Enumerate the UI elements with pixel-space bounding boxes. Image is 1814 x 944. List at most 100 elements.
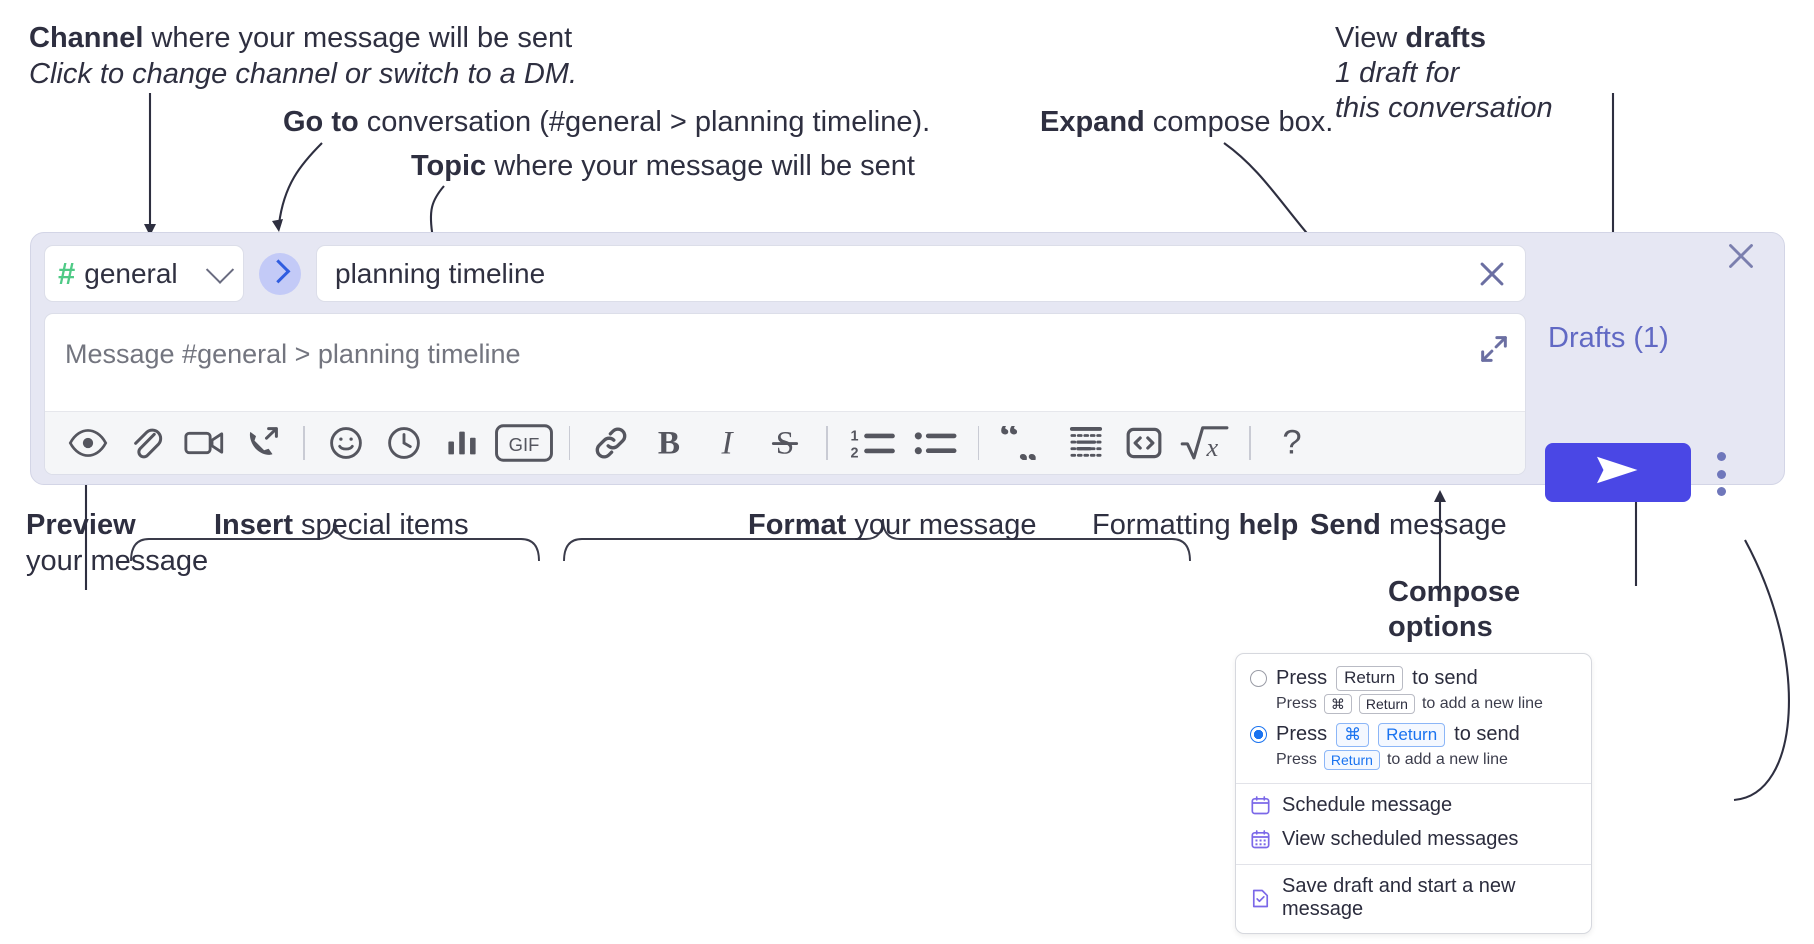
formatting-help-button[interactable]: ? xyxy=(1263,419,1321,467)
svg-text:1: 1 xyxy=(850,429,858,445)
annotation-drafts-prefix: View xyxy=(1335,22,1406,54)
italic-button[interactable]: I xyxy=(698,419,756,467)
annotation-drafts-line1: 1 draft for xyxy=(1335,57,1460,90)
compose-options-menu: Press Return to send Press ⌘ Return to a… xyxy=(1235,653,1592,935)
opt2-sub-key-return: Return xyxy=(1323,750,1380,771)
calendar-grid-icon xyxy=(1250,829,1271,850)
svg-text:I: I xyxy=(721,425,735,461)
send-option-return[interactable]: Press Return to send Press ⌘ Return to a… xyxy=(1236,663,1591,720)
ordered-list-button[interactable]: 1 2 xyxy=(840,419,904,467)
annotation-expand-bold: Expand xyxy=(1040,106,1145,138)
toolbar-divider-2 xyxy=(568,426,571,460)
strikethrough-button[interactable]: S xyxy=(756,419,814,467)
svg-text:x: x xyxy=(1206,433,1219,462)
opt2-sub-press: Press xyxy=(1276,751,1317,769)
annotation-compose-options: Compose options menu xyxy=(1388,575,1520,681)
record-video-button[interactable] xyxy=(175,419,233,467)
annotation-format: Format your message xyxy=(748,509,1037,541)
svg-text:GIF: GIF xyxy=(508,434,539,455)
message-compose-panel: # general planning timeline Message #gen… xyxy=(30,232,1785,485)
menu-divider-1 xyxy=(1236,783,1591,785)
opt2-word-tosend: to send xyxy=(1454,723,1520,746)
annotation-topic: Topic where your message will be sent xyxy=(411,150,915,182)
annotation-send-bold: Send xyxy=(1310,509,1381,541)
annotation-format-rest: your message xyxy=(846,509,1037,541)
preview-button[interactable] xyxy=(59,419,117,467)
annotation-format-bold: Format xyxy=(748,509,847,541)
radio-return-to-send[interactable] xyxy=(1250,669,1267,687)
kebab-dot-3 xyxy=(1716,487,1726,496)
message-placeholder: Message #general > planning timeline xyxy=(65,339,521,369)
annotation-channel-bold: Channel xyxy=(29,22,144,54)
message-text-area[interactable]: Message #general > planning timeline xyxy=(45,314,1525,411)
svg-text:“: “ xyxy=(1000,426,1020,458)
chevron-down-icon xyxy=(205,255,235,284)
menu-item-label: View scheduled messages xyxy=(1282,828,1519,851)
opt1-sub-tail: to add a new line xyxy=(1421,694,1543,712)
expand-compose-icon[interactable] xyxy=(1477,332,1511,366)
opt1-sub-key-cmd: ⌘ xyxy=(1323,693,1352,714)
menu-item-schedule-message[interactable]: Schedule message xyxy=(1236,789,1591,823)
annotation-insert-bold: Insert xyxy=(214,509,293,541)
toolbar-divider-3 xyxy=(826,426,828,460)
annotation-preview-line2: your message xyxy=(26,545,209,578)
annotation-expand: Expand compose box. xyxy=(1040,106,1333,138)
send-option-cmd-return[interactable]: Press ⌘ Return to send Press Return to a… xyxy=(1236,720,1591,777)
chevron-right-icon xyxy=(265,259,290,284)
kebab-dot-2 xyxy=(1716,469,1726,479)
annotation-channel-italic: Click to change channel or switch to a D… xyxy=(29,58,578,91)
svg-text:2: 2 xyxy=(850,445,858,460)
goto-conversation-button[interactable] xyxy=(259,252,301,295)
link-button[interactable] xyxy=(582,419,640,467)
menu-item-label: Save draft and start a new message xyxy=(1282,875,1516,921)
annotation-send-rest: message xyxy=(1380,509,1507,541)
close-panel-icon[interactable] xyxy=(1723,238,1759,274)
hash-icon: # xyxy=(58,256,76,291)
svg-text:„: „ xyxy=(1018,426,1038,460)
record-audio-button[interactable] xyxy=(233,419,291,467)
opt1-word-tosend: to send xyxy=(1412,666,1478,689)
menu-divider-2 xyxy=(1236,864,1591,866)
radio-cmd-return-to-send[interactable] xyxy=(1250,726,1267,744)
opt2-sub-tail: to add a new line xyxy=(1386,751,1508,769)
schedule-button[interactable] xyxy=(375,419,433,467)
topic-input[interactable]: planning timeline xyxy=(316,245,1526,302)
compose-header-row: # general planning timeline xyxy=(44,245,1526,302)
calendar-icon xyxy=(1250,795,1271,816)
emoji-button[interactable] xyxy=(317,419,375,467)
code-button[interactable] xyxy=(1115,419,1173,467)
annotation-preview: Preview your message xyxy=(26,509,208,578)
attach-file-button[interactable] xyxy=(117,419,175,467)
opt1-sub-key-return: Return xyxy=(1358,693,1415,714)
opt1-word-press: Press xyxy=(1276,666,1328,689)
menu-item-save-draft[interactable]: Save draft and start a new message xyxy=(1236,870,1591,927)
annotation-goto-rest: conversation (#general > planning timeli… xyxy=(358,106,931,138)
annotation-topic-bold: Topic xyxy=(411,150,487,182)
gif-button[interactable]: GIF xyxy=(491,419,557,467)
annotation-drafts-line2: this conversation xyxy=(1335,91,1553,124)
bulleted-list-button[interactable] xyxy=(904,419,966,467)
menu-item-label: Schedule message xyxy=(1282,794,1453,817)
drafts-link[interactable]: Drafts (1) xyxy=(1548,322,1669,354)
toolbar-divider-5 xyxy=(1249,426,1251,460)
opt1-sub-press: Press xyxy=(1276,694,1317,712)
annotation-drafts: View drafts 1 draft for this conversatio… xyxy=(1335,22,1553,124)
toolbar-divider-1 xyxy=(303,426,305,460)
menu-item-view-scheduled-messages[interactable]: View scheduled messages xyxy=(1236,823,1591,857)
annotation-compose-options-line1: Compose xyxy=(1388,576,1521,608)
topic-value: planning timeline xyxy=(335,257,546,289)
math-button[interactable]: x xyxy=(1173,419,1237,467)
blockquote-button[interactable]: “ „ xyxy=(991,419,1057,467)
channel-selector[interactable]: # general xyxy=(44,245,244,302)
opt2-key-return: Return xyxy=(1378,722,1446,748)
formatting-toolbar: GIF B I xyxy=(45,411,1525,474)
code-block-button[interactable] xyxy=(1057,419,1115,467)
annotation-insert: Insert special items xyxy=(214,509,469,541)
compose-options-button[interactable] xyxy=(1714,452,1728,496)
send-message-button[interactable] xyxy=(1545,443,1691,502)
poll-button[interactable] xyxy=(433,419,491,467)
annotation-insert-rest: special items xyxy=(292,509,469,541)
annotation-channel: Channel where your message will be sent … xyxy=(29,22,577,91)
clear-topic-icon[interactable] xyxy=(1475,257,1509,291)
bold-button[interactable]: B xyxy=(640,419,698,467)
